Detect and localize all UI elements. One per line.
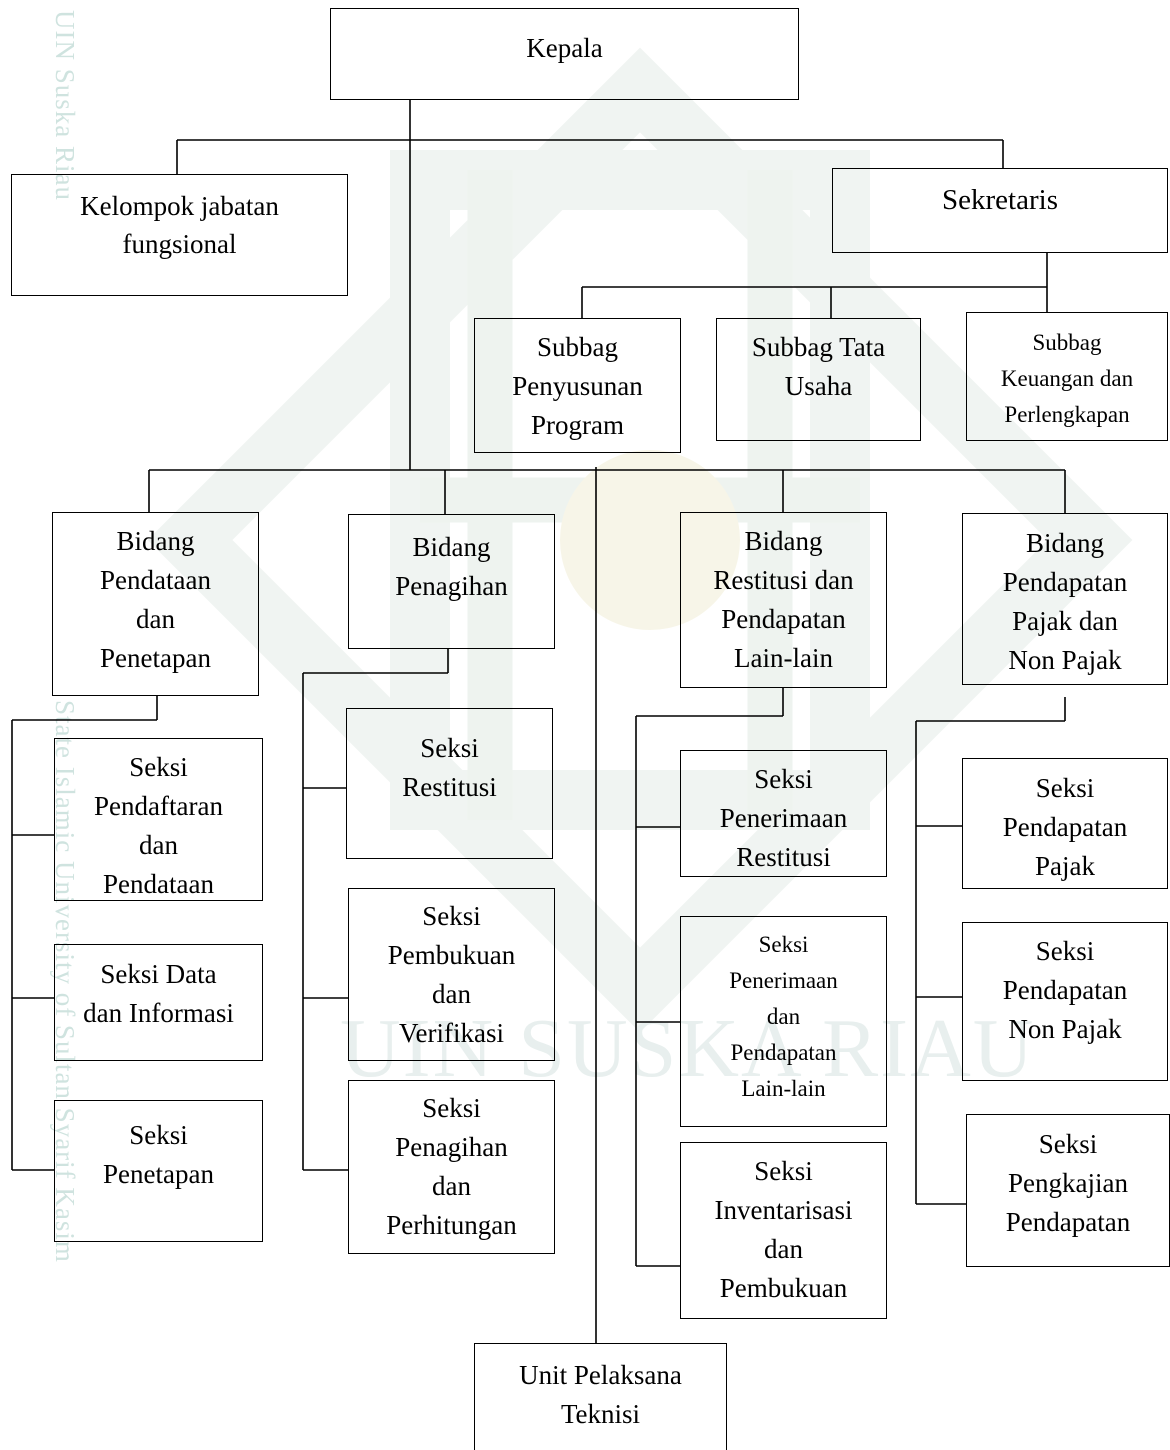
box-subbag-tata-usaha: Subbag Tata Usaha — [716, 318, 921, 441]
box-bidang-penagihan: Bidang Penagihan — [348, 514, 555, 649]
box-seksi-data-informasi: Seksi Data dan Informasi — [54, 944, 263, 1061]
box-bidang-restitusi-label: Bidang Restitusi dan Pendapatan Lain-lai… — [713, 526, 854, 673]
box-subbag-penyusunan-label: Subbag Penyusunan Program — [512, 332, 643, 440]
box-unit-pelaksana-teknisi: Unit Pelaksana Teknisi — [474, 1343, 727, 1450]
box-seksi-pembukuan-verifikasi: Seksi Pembukuan dan Verifikasi — [348, 888, 555, 1061]
box-bidang-pendataan: Bidang Pendataan dan Penetapan — [52, 512, 259, 696]
box-seksi-pendapatan-non-pajak-label: Seksi Pendapatan Non Pajak — [1002, 936, 1128, 1044]
box-subbag-keuangan-label: Subbag Keuangan dan Perlengkapan — [1000, 330, 1134, 427]
box-seksi-pendapatan-non-pajak: Seksi Pendapatan Non Pajak — [962, 922, 1168, 1081]
box-bidang-pendapatan: Bidang Pendapatan Pajak dan Non Pajak — [962, 513, 1168, 685]
box-seksi-restitusi: Seksi Restitusi — [346, 708, 553, 859]
box-seksi-penerimaan-pendapatan: Seksi Penerimaan dan Pendapatan Lain-lai… — [680, 916, 887, 1127]
box-subbag-penyusunan-program: Subbag Penyusunan Program — [474, 318, 681, 453]
box-seksi-penerimaan-restitusi-label: Seksi Penerimaan Restitusi — [719, 764, 848, 872]
box-seksi-pembukuan-label: Seksi Pembukuan dan Verifikasi — [387, 901, 516, 1048]
box-seksi-pendaftaran: Seksi Pendaftaran dan Pendataan — [54, 738, 263, 901]
box-seksi-pengkajian: Seksi Pengkajian Pendapatan — [966, 1114, 1170, 1267]
box-seksi-pendapatan-pajak-label: Seksi Pendapatan Pajak — [1002, 773, 1128, 881]
box-kepala-label: Kepala — [526, 33, 603, 63]
box-bidang-penagihan-label: Bidang Penagihan — [395, 532, 508, 601]
box-bidang-pendapatan-label: Bidang Pendapatan Pajak dan Non Pajak — [1002, 528, 1128, 675]
box-seksi-pendaftaran-label: Seksi Pendaftaran dan Pendataan — [94, 752, 223, 899]
box-unit-pelaksana-label: Unit Pelaksana Teknisi — [519, 1360, 682, 1429]
box-sekretaris-label: Sekretaris — [942, 184, 1058, 216]
watermark-side-text-1: UIN Suska Riau — [50, 10, 80, 201]
box-bidang-pendataan-label: Bidang Pendataan dan Penetapan — [100, 526, 211, 673]
box-seksi-penagihan-label: Seksi Penagihan dan Perhitungan — [386, 1093, 517, 1240]
box-seksi-penetapan: Seksi Penetapan — [54, 1100, 263, 1242]
box-seksi-inventarisasi-label: Seksi Inventarisasi dan Pembukuan — [714, 1156, 853, 1303]
box-seksi-penerimaan-pendapatan-label: Seksi Penerimaan dan Pendapatan Lain-lai… — [729, 932, 838, 1101]
box-seksi-restitusi-label: Seksi Restitusi — [402, 733, 497, 802]
box-seksi-inventarisasi: Seksi Inventarisasi dan Pembukuan — [680, 1142, 887, 1319]
box-seksi-pendapatan-pajak: Seksi Pendapatan Pajak — [962, 758, 1168, 889]
box-seksi-penagihan-perhitungan: Seksi Penagihan dan Perhitungan — [348, 1080, 555, 1254]
box-kepala: Kepala — [330, 8, 799, 100]
watermark-center-text: UIN SUSKA RIAU — [340, 1002, 1036, 1095]
watermark-side-text-2: State Islamic University of Sultan Syari… — [50, 700, 80, 1263]
box-seksi-penerimaan-restitusi: Seksi Penerimaan Restitusi — [680, 750, 887, 877]
box-seksi-pengkajian-label: Seksi Pengkajian Pendapatan — [1005, 1129, 1131, 1237]
box-subbag-tata-usaha-label: Subbag Tata Usaha — [751, 332, 886, 401]
box-subbag-keuangan: Subbag Keuangan dan Perlengkapan — [966, 312, 1168, 441]
box-kelompok-jabatan-fungsional: Kelompok jabatan fungsional — [11, 174, 348, 296]
box-seksi-penetapan-label: Seksi Penetapan — [103, 1120, 214, 1189]
box-seksi-data-label: Seksi Data dan Informasi — [83, 959, 234, 1028]
box-sekretaris: Sekretaris — [832, 168, 1168, 253]
box-bidang-restitusi: Bidang Restitusi dan Pendapatan Lain-lai… — [680, 512, 887, 688]
box-kelompok-label: Kelompok jabatan fungsional — [80, 191, 279, 259]
